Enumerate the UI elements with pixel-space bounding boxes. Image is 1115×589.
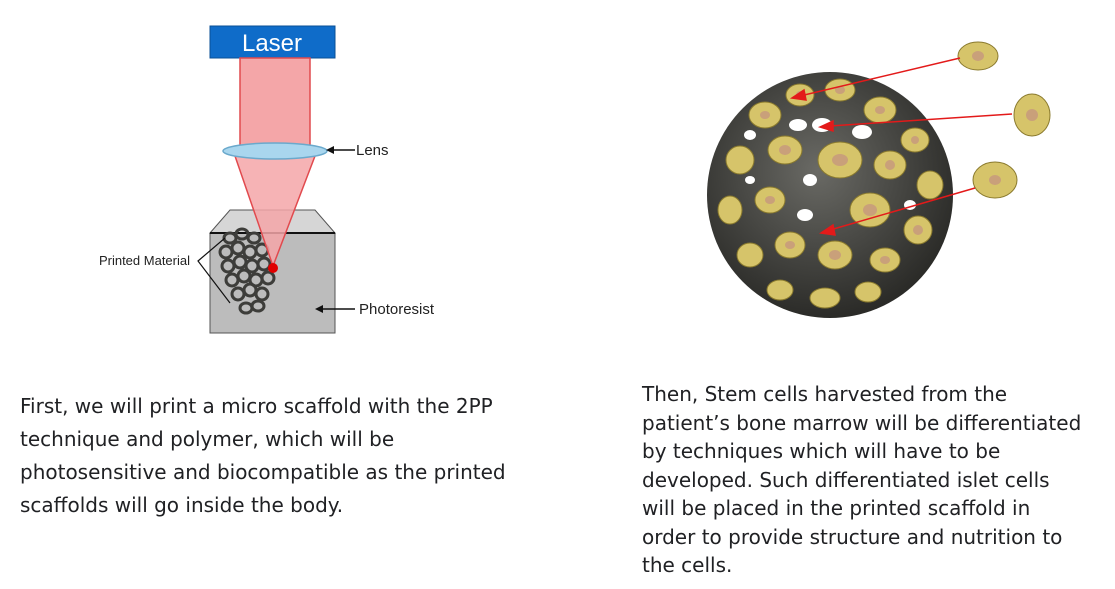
arrow-1-head	[789, 88, 807, 101]
arrow-2	[829, 113, 1013, 127]
text-line: will be placed in the printed scaffold i…	[642, 496, 1031, 520]
text-line: photosensitive and biocompatible as the …	[20, 460, 506, 484]
arrow-3	[829, 187, 976, 231]
arrow-3-head	[818, 223, 836, 236]
printed-material-pointer	[197, 237, 231, 304]
photoresist-pointer	[315, 305, 355, 313]
text-line: scaffolds will go inside the body.	[20, 493, 344, 517]
floating-cells	[957, 41, 1051, 199]
laser-label: Laser	[242, 30, 302, 57]
scaffold-sphere	[707, 72, 953, 318]
photoresist-label: Photoresist	[359, 301, 435, 318]
laser-beam	[239, 57, 311, 149]
floating-cell	[972, 161, 1018, 199]
printed-material-label: Printed Material	[99, 253, 190, 268]
lens	[222, 142, 328, 160]
text-line: Then, Stem cells harvested from the	[642, 382, 1008, 406]
2pp-printing-diagram: Laser Lens Printed Material Photoresist	[99, 25, 435, 334]
text-line: developed. Such differentiated islet cel…	[642, 467, 1050, 492]
lens-label: Lens	[356, 142, 389, 159]
text-line: by techniques which will have to be	[642, 439, 1001, 463]
cell-placement-arrows	[789, 57, 1013, 236]
text-line: the cells.	[642, 553, 733, 577]
text-line: patient’s bone marrow will be differenti…	[642, 410, 1082, 435]
scaffold-cells-illustration	[707, 41, 1051, 318]
laser-box: Laser	[209, 25, 336, 59]
lens-pointer	[326, 146, 355, 154]
floating-cell	[1013, 93, 1051, 137]
text-line: technique and polymer, which will be	[20, 427, 395, 451]
step-two-description: Then, Stem cells harvested from the pati…	[642, 380, 1112, 580]
floating-cell	[957, 41, 999, 71]
printed-material-lattice	[218, 227, 276, 315]
focal-point	[268, 263, 278, 273]
arrow-1	[799, 57, 961, 97]
text-line: order to provide structure and nutrition…	[642, 524, 1063, 549]
step-one-description: First, we will print a micro scaffold wi…	[20, 390, 560, 522]
text-line: First, we will print a micro scaffold wi…	[20, 394, 493, 418]
arrow-2-head	[817, 119, 834, 133]
